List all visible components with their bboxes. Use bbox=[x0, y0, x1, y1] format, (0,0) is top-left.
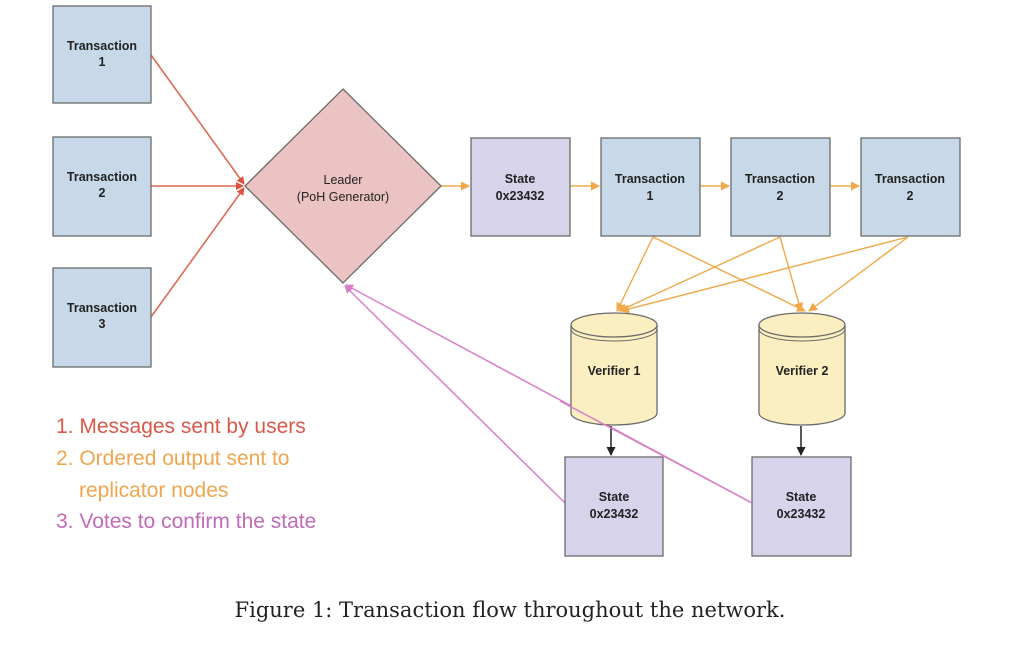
transaction-label: Transaction bbox=[67, 301, 137, 315]
transaction-number: 2 bbox=[907, 189, 914, 203]
chain-transaction-1: Transaction 1 bbox=[600, 137, 701, 237]
legend-item-1: 1. Messages sent by users bbox=[56, 415, 306, 438]
legend: 1. Messages sent by users 2. Ordered out… bbox=[56, 415, 316, 533]
transaction-number: 2 bbox=[99, 186, 106, 200]
edge-tx1-to-verifier2 bbox=[652, 236, 806, 312]
transaction-label: Transaction bbox=[745, 172, 815, 186]
verifier-1: Verifier 1 bbox=[570, 312, 658, 426]
transaction-number: 1 bbox=[647, 189, 654, 203]
verifier-2-state: State 0x23432 bbox=[751, 456, 852, 557]
input-transaction-3: Transaction 3 bbox=[52, 267, 152, 368]
edges bbox=[150, 54, 909, 504]
input-transaction-1: Transaction 1 bbox=[52, 5, 152, 104]
transaction-label: Transaction bbox=[615, 172, 685, 186]
edge-input3-to-leader bbox=[150, 187, 245, 318]
transaction-box bbox=[52, 5, 152, 104]
state-box bbox=[751, 456, 852, 557]
chain-transaction-3: Transaction 2 bbox=[860, 137, 961, 237]
state-label: State bbox=[505, 172, 536, 186]
leader-label: Leader bbox=[324, 173, 363, 187]
transaction-box bbox=[730, 137, 831, 237]
legend-item-3: 3. Votes to confirm the state bbox=[56, 510, 316, 533]
transaction-label: Transaction bbox=[875, 172, 945, 186]
edge-tx1-to-verifier1 bbox=[616, 236, 654, 312]
transaction-label: Transaction bbox=[67, 39, 137, 53]
transaction-box bbox=[600, 137, 701, 237]
transaction-number: 1 bbox=[99, 55, 106, 69]
state-label: State bbox=[786, 490, 817, 504]
verifier-2: Verifier 2 bbox=[758, 312, 846, 426]
leader-diamond bbox=[244, 88, 442, 284]
edge-tx2-to-verifier2 bbox=[779, 236, 804, 312]
chain-state: State 0x23432 bbox=[470, 137, 571, 237]
transaction-label: Transaction bbox=[67, 170, 137, 184]
legend-item-2-cont: replicator nodes bbox=[79, 479, 228, 502]
edge-tx3-to-verifier1 bbox=[620, 236, 909, 314]
verifier-cylinder bbox=[758, 325, 846, 426]
verifier-cylinder-top bbox=[570, 312, 658, 338]
verifier-rim bbox=[758, 328, 846, 342]
transaction-box bbox=[860, 137, 961, 237]
state-label: State bbox=[599, 490, 630, 504]
verifier-label: Verifier 1 bbox=[588, 364, 641, 378]
verifier-rim bbox=[570, 328, 658, 342]
edge-vote2-overlay bbox=[559, 400, 753, 504]
verifier-label: Verifier 2 bbox=[776, 364, 829, 378]
legend-item-2: 2. Ordered output sent to bbox=[56, 447, 289, 470]
verifier-cylinder bbox=[570, 325, 658, 426]
transaction-box bbox=[52, 136, 152, 237]
state-hash: 0x23432 bbox=[777, 507, 826, 521]
state-box bbox=[564, 456, 664, 557]
transaction-number: 3 bbox=[99, 317, 106, 331]
edge-tx2-to-verifier1 bbox=[618, 236, 781, 312]
verifier-cylinder-top bbox=[758, 312, 846, 338]
chain-transaction-2: Transaction 2 bbox=[730, 137, 831, 237]
transaction-number: 2 bbox=[777, 189, 784, 203]
input-transaction-2: Transaction 2 bbox=[52, 136, 152, 237]
state-box bbox=[470, 137, 571, 237]
edge-input1-to-leader bbox=[150, 54, 245, 185]
leader-sublabel: (PoH Generator) bbox=[297, 190, 389, 204]
figure-caption: Figure 1: Transaction flow throughout th… bbox=[234, 598, 786, 622]
state-hash: 0x23432 bbox=[496, 189, 545, 203]
edge-vote1-to-leader bbox=[344, 285, 566, 504]
state-hash: 0x23432 bbox=[590, 507, 639, 521]
leader-node: Leader (PoH Generator) bbox=[244, 88, 442, 284]
vote-edges-overlay bbox=[559, 400, 753, 504]
transaction-box bbox=[52, 267, 152, 368]
verifier-1-state: State 0x23432 bbox=[564, 456, 664, 557]
edge-tx3-to-verifier2 bbox=[808, 236, 909, 312]
